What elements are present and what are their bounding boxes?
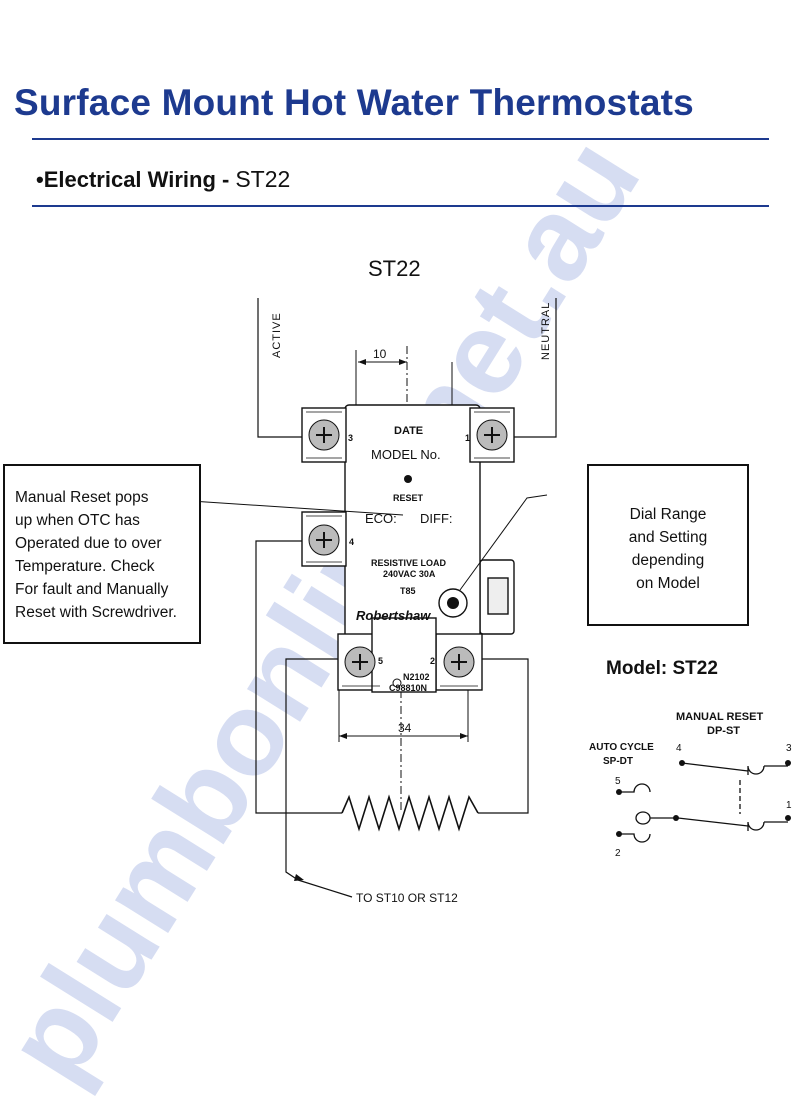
active-wire — [257, 298, 315, 438]
reset-leader-line — [175, 499, 404, 516]
terminal-3: 3 — [348, 433, 353, 443]
callout-line: For fault and Manually — [15, 581, 169, 598]
section-heading-model: ST22 — [235, 166, 291, 192]
neutral-wire — [500, 298, 557, 438]
bullet: • — [36, 167, 44, 192]
callout-line: Dial Range — [629, 506, 707, 523]
schematic-terminal-4: 4 — [676, 743, 682, 754]
callout-line: up when OTC has — [15, 512, 140, 529]
page-title: Surface Mount Hot Water Thermostats — [14, 82, 694, 123]
manual-reset-callout: Manual Reset pops up when OTC has Operat… — [3, 464, 201, 644]
callout-line: Operated due to over — [15, 535, 162, 552]
terminal-4: 4 — [349, 537, 354, 547]
auto-cycle-label-2: SP-DT — [603, 756, 633, 767]
link-wire — [285, 658, 356, 881]
callout-line: Reset with Screwdriver. — [15, 604, 177, 621]
faceplate-part-line1: N2102 — [403, 672, 430, 682]
faceplate-diff: DIFF: — [420, 511, 453, 526]
terminal-1: 1 — [465, 433, 470, 443]
element-wire-right — [468, 658, 529, 814]
dial-leader-line — [459, 494, 548, 591]
link-label: TO ST10 OR ST12 — [356, 891, 458, 905]
terminal-5: 5 — [378, 656, 383, 666]
schematic-terminal-1: 1 — [786, 800, 792, 811]
section-heading: •Electrical Wiring -ST22 — [36, 166, 290, 193]
callout-line: Temperature. Check — [15, 558, 155, 575]
neutral-label: NEUTRAL — [540, 302, 552, 360]
callout-line: on Model — [636, 575, 700, 592]
faceplate-date: DATE — [394, 425, 423, 437]
schematic-terminal-5: 5 — [615, 776, 621, 787]
title-rule — [32, 138, 769, 140]
manual-reset-label-1: MANUAL RESET — [676, 711, 763, 723]
dimension-bottom: 34 — [398, 721, 412, 735]
faceplate-rating: T85 — [400, 586, 416, 596]
section-rule — [32, 205, 769, 207]
faceplate-load-line1: RESISTIVE LOAD — [371, 558, 447, 568]
faceplate-load-line2: 240VAC 30A — [383, 569, 436, 579]
heating-element — [341, 794, 479, 832]
faceplate-reset: RESET — [393, 493, 424, 503]
schematic-model-label: Model: ST22 — [606, 658, 718, 679]
auto-cycle-label-1: AUTO CYCLE — [589, 742, 654, 753]
section-heading-label: Electrical Wiring - — [43, 167, 230, 192]
faceplate-model-no: MODEL No. — [371, 447, 441, 462]
link-arrow-line — [297, 879, 353, 898]
callout-line: Manual Reset pops — [15, 489, 149, 506]
dial-range-callout: Dial Range and Setting depending on Mode… — [587, 464, 749, 626]
callout-line: depending — [631, 552, 705, 569]
active-label: ACTIVE — [271, 312, 283, 358]
manual-reset-label-2: DP-ST — [707, 725, 740, 737]
faceplate-eco: ECO: — [365, 511, 397, 526]
schematic-terminal-3: 3 — [786, 743, 792, 754]
schematic-terminal-2: 2 — [615, 848, 621, 859]
brand-logo: Robertshaw — [356, 608, 431, 623]
faceplate-part-line2: C98810N — [389, 683, 427, 693]
diagram-title: ST22 — [368, 256, 421, 281]
terminal-2: 2 — [430, 656, 435, 666]
element-wire-left — [255, 540, 342, 814]
callout-line: and Setting — [628, 529, 708, 546]
dimension-top: 10 — [373, 347, 387, 361]
